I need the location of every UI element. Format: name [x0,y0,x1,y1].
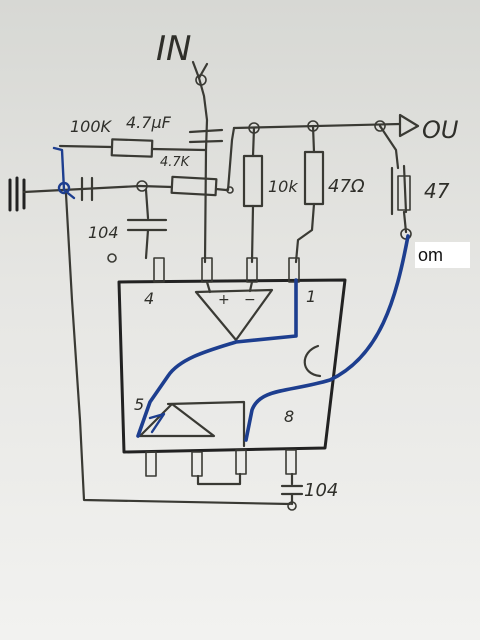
resistor-10k-leads [250,126,256,264]
pin-bottom-2 [191,451,203,477]
resistor-10k [242,154,264,208]
resistor-100k-leads [58,144,207,152]
pin-bottom-1 [145,451,157,477]
pin-bottom-4 [285,449,297,475]
capacitor-104-left [126,188,168,260]
label-10k: 10k [268,177,298,196]
mid-dot [226,186,234,194]
ic-body [117,278,347,454]
blue-lower-mark [148,412,166,434]
left-capacitor-plates [80,176,94,202]
label-104-bottom: 104 [304,480,338,501]
label-pin-1: 1 [306,287,316,306]
node-104-left [107,253,117,263]
capacitor-47-right [378,124,408,234]
resistor-4k7 [170,175,218,197]
capacitor-104-bottom [280,472,304,506]
blue-output-path [244,234,410,442]
label-4k7: 4.7K [160,155,191,170]
rail-node-3 [374,120,386,132]
opamp-lower [138,402,216,438]
left-return-wire [64,192,292,506]
label-100k: 100K [70,117,113,136]
label-47-right: 47 [424,179,450,203]
pin-bottom-3 [235,449,247,475]
label-out: OU [422,116,459,144]
opamp-lower-wiring [166,400,246,448]
pin8-arc [303,344,322,378]
label-in: IN [156,29,191,69]
mid-vertical-wire [203,126,236,264]
input-wire [197,76,209,152]
opamp-upper-inputs [205,280,254,294]
resistor-100k [110,138,154,158]
label-pin-5: 5 [134,395,144,414]
capacitor-47-body [397,175,411,211]
left-blue-branch [52,146,76,200]
resistor-47-ohm [303,150,325,206]
blue-feedback-upper [136,278,298,438]
label-pin-8: 8 [284,407,294,426]
ground-symbol [8,176,26,212]
label-47-ohm: 47Ω [328,176,365,197]
resistor-4k7-leads [138,184,228,192]
label-pin-4: 4 [144,289,154,308]
output-arrow [398,113,420,138]
label-plus: + [218,292,230,308]
bottom-bracket [196,472,242,486]
left-node-a [57,181,71,195]
label-4u7f: 4.7μF [126,113,172,132]
left-node-b [136,180,148,192]
label-104-left: 104 [88,223,119,242]
pin-top-1 [153,257,165,283]
callout-box: om [415,242,470,268]
input-node [195,74,207,86]
label-minus: − [244,292,256,308]
pin-top-4 [288,257,300,283]
opamp-upper [194,288,274,342]
output-rail [232,122,402,130]
resistor-47-ohm-leads [294,124,316,264]
capacitor-4u7 [188,128,224,144]
pin-top-2 [201,257,213,283]
node-104-bottom [287,501,297,511]
